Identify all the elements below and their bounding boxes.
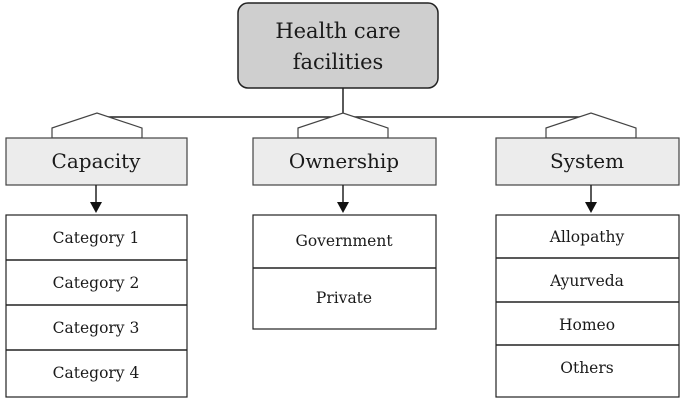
list-item: Private bbox=[316, 289, 372, 307]
list-item: Others bbox=[560, 359, 614, 377]
list-item: Allopathy bbox=[549, 228, 625, 246]
category-box-ownership bbox=[252, 137, 437, 186]
list-box-capacity bbox=[5, 214, 188, 398]
category-label-ownership: Ownership bbox=[289, 149, 399, 173]
list-item: Category 1 bbox=[53, 229, 140, 247]
column-capacity: Capacity Category 1 Category 2 Category … bbox=[5, 112, 188, 398]
category-label-capacity: Capacity bbox=[52, 149, 142, 173]
down-arrow-icon bbox=[337, 202, 349, 213]
category-box-capacity bbox=[5, 137, 188, 186]
list-item: Category 4 bbox=[53, 364, 140, 382]
column-ownership: Ownership Government Private bbox=[252, 112, 437, 330]
list-box-system bbox=[495, 214, 680, 398]
list-item: Category 2 bbox=[53, 274, 140, 292]
up-arrow-icon bbox=[545, 112, 637, 139]
root-title-line-2: facilities bbox=[293, 50, 384, 74]
list-item: Government bbox=[295, 232, 393, 250]
root-node: Health care facilities bbox=[237, 2, 439, 89]
root-box bbox=[237, 2, 439, 89]
list-item: Category 3 bbox=[53, 319, 140, 337]
list-box-ownership bbox=[252, 214, 437, 330]
list-item: Homeo bbox=[559, 316, 615, 334]
down-arrow-icon bbox=[90, 202, 102, 213]
root-title-line-1: Health care bbox=[275, 19, 400, 43]
up-arrow-icon bbox=[51, 112, 143, 139]
up-arrow-icon bbox=[297, 112, 389, 139]
list-item: Ayurveda bbox=[549, 272, 624, 290]
column-system: System Allopathy Ayurveda Homeo Others bbox=[495, 112, 680, 398]
category-label-system: System bbox=[550, 149, 624, 173]
down-arrow-icon bbox=[585, 202, 597, 213]
category-box-system bbox=[495, 137, 680, 186]
